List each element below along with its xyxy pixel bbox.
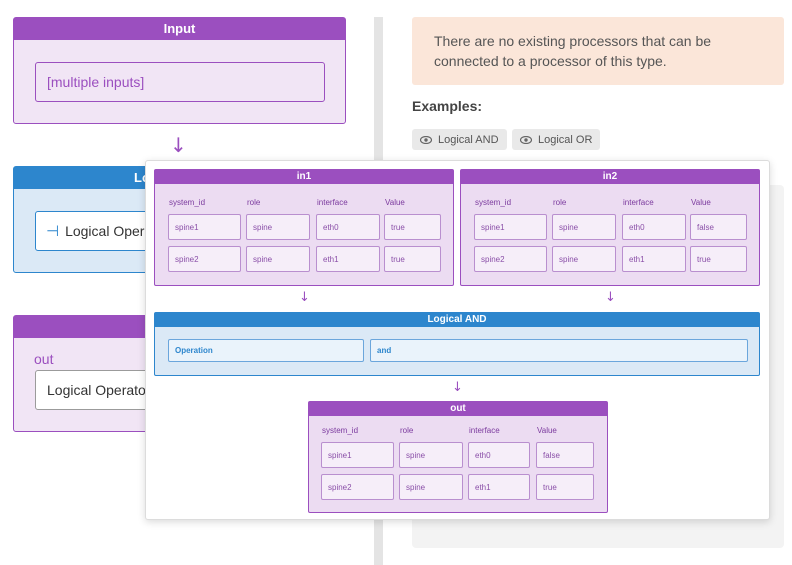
column-header: interface [623, 198, 654, 207]
cell-system-id: spine1 [474, 214, 547, 240]
cell-interface: eth0 [316, 214, 380, 240]
input-value-text: [multiple inputs] [47, 74, 145, 90]
in2-node: in2 system_id role interface Value spine… [460, 169, 760, 286]
processor-icon: ⊣ [46, 222, 60, 240]
cell-interface: eth0 [468, 442, 530, 468]
eye-icon [420, 135, 432, 144]
column-header: system_id [475, 198, 512, 207]
cell-value: true [384, 214, 441, 240]
column-header: role [400, 426, 414, 435]
out-field-text: Logical Operator [47, 382, 151, 398]
cell-interface: eth0 [622, 214, 686, 240]
cell-value: true [690, 246, 747, 272]
cell-interface: eth1 [468, 474, 530, 500]
in1-title: in1 [155, 170, 453, 184]
cell-role: spine [399, 474, 463, 500]
cell-value: false [536, 442, 594, 468]
flow-arrow-icon: ↓ [452, 380, 463, 395]
input-node: Input [multiple inputs] [13, 17, 346, 124]
example-logical-or[interactable]: Logical OR [512, 129, 601, 150]
flow-arrow-icon: ↓ [170, 133, 187, 157]
eye-icon [520, 135, 532, 144]
cell-interface: eth1 [316, 246, 380, 272]
column-header: role [247, 198, 261, 207]
example-label: Logical OR [538, 133, 593, 146]
cell-interface: eth1 [622, 246, 686, 272]
examples-title: Examples: [412, 98, 483, 114]
flow-arrow-icon: ↓ [299, 290, 310, 305]
out-label: out [34, 351, 54, 367]
column-header: Value [537, 426, 557, 435]
in2-title: in2 [461, 170, 759, 184]
cell-role: spine [552, 246, 616, 272]
cell-system-id: spine2 [168, 246, 241, 272]
cell-role: spine [552, 214, 616, 240]
cell-value: false [690, 214, 747, 240]
column-header: Value [385, 198, 405, 207]
column-header: Value [691, 198, 711, 207]
cell-system-id: spine2 [321, 474, 394, 500]
cell-value: true [536, 474, 594, 500]
cell-system-id: spine1 [168, 214, 241, 240]
input-node-title: Input [14, 18, 345, 40]
column-header: role [553, 198, 567, 207]
cell-value: true [384, 246, 441, 272]
cell-role: spine [399, 442, 463, 468]
no-processors-notice: There are no existing processors that ca… [412, 17, 784, 85]
column-header: system_id [169, 198, 206, 207]
input-value-field[interactable]: [multiple inputs] [35, 62, 325, 102]
operator-field-text: Logical Opera [65, 223, 153, 239]
cell-system-id: spine2 [474, 246, 547, 272]
column-header: interface [469, 426, 500, 435]
example-preview-popover: in1 system_id role interface Value spine… [145, 160, 770, 520]
cell-role: spine [246, 214, 310, 240]
cell-role: spine [246, 246, 310, 272]
example-label: Logical AND [438, 133, 499, 146]
logical-and-node: Logical AND Operation and [154, 312, 760, 376]
operation-value: and [370, 339, 748, 362]
logical-and-title: Logical AND [155, 313, 759, 327]
column-header: interface [317, 198, 348, 207]
preview-out-title: out [309, 402, 607, 416]
in1-node: in1 system_id role interface Value spine… [154, 169, 454, 286]
cell-system-id: spine1 [321, 442, 394, 468]
example-logical-and[interactable]: Logical AND [412, 129, 507, 150]
operation-label: Operation [168, 339, 364, 362]
column-header: system_id [322, 426, 359, 435]
preview-out-node: out system_id role interface Value spine… [308, 401, 608, 513]
flow-arrow-icon: ↓ [605, 290, 616, 305]
